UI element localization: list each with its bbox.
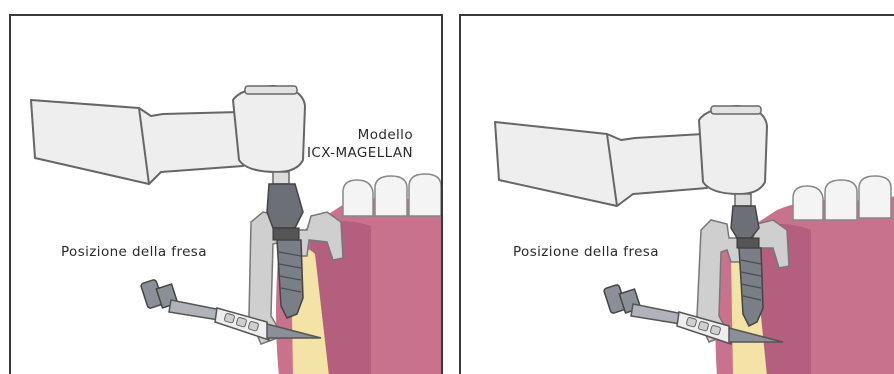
handpiece-head: [233, 86, 305, 172]
handpiece-head: [699, 106, 767, 194]
illustration-panel-right: Posizione della fresa: [459, 14, 894, 374]
chuck: [273, 172, 289, 184]
handpiece-arm: [31, 100, 243, 184]
model-label-line2: ICX-MAGELLAN: [307, 144, 413, 162]
model-label-line1: Modello: [307, 126, 413, 144]
teeth: [343, 174, 441, 216]
drilling-illustration-left: [11, 16, 443, 374]
teeth: [793, 176, 891, 220]
model-label: Modello ICX-MAGELLAN: [307, 126, 413, 162]
bur-position-label: Posizione della fresa: [513, 244, 659, 260]
drilling-illustration-right: [461, 16, 894, 374]
implant: [739, 248, 763, 326]
implant-mount: [267, 184, 303, 228]
bur-position-label: Posizione della fresa: [61, 244, 207, 260]
implant-mount: [731, 206, 759, 238]
illustration-panel-left: Modello ICX-MAGELLAN Posizione della fre…: [9, 14, 443, 374]
implant: [277, 240, 303, 318]
chuck: [735, 194, 751, 206]
handpiece-arm: [495, 122, 707, 206]
